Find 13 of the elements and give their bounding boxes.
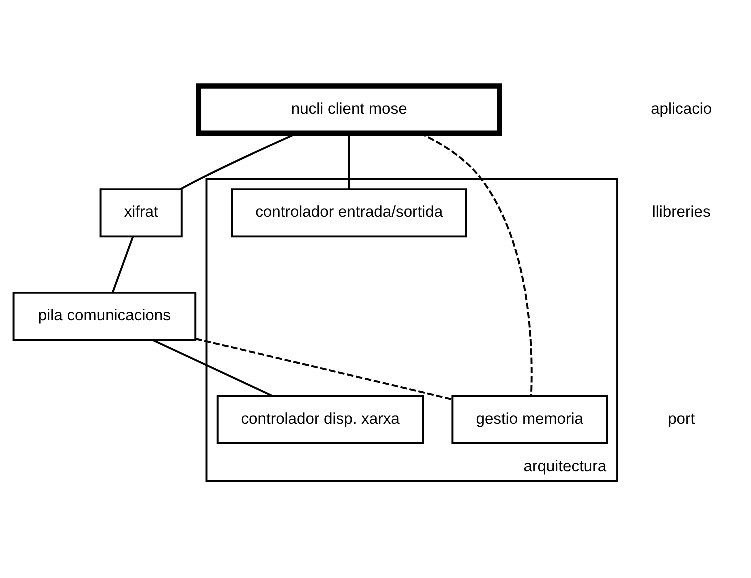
- node-box: nucli client mose: [196, 84, 502, 136]
- label: llibreries: [652, 204, 711, 222]
- node-box: xifrat: [100, 188, 183, 238]
- connector: [152, 339, 274, 398]
- node-box: pila comunicacions: [12, 292, 197, 341]
- connector: [348, 133, 350, 190]
- connector: [112, 236, 134, 294]
- connector: [196, 338, 453, 401]
- label: aplicacio: [651, 100, 712, 118]
- label: port: [668, 410, 696, 428]
- node-box: controlador disp. xarxa: [216, 395, 424, 444]
- node-box: controlador entrada/sortida: [231, 188, 468, 238]
- node-box: gestio memoria: [452, 395, 608, 444]
